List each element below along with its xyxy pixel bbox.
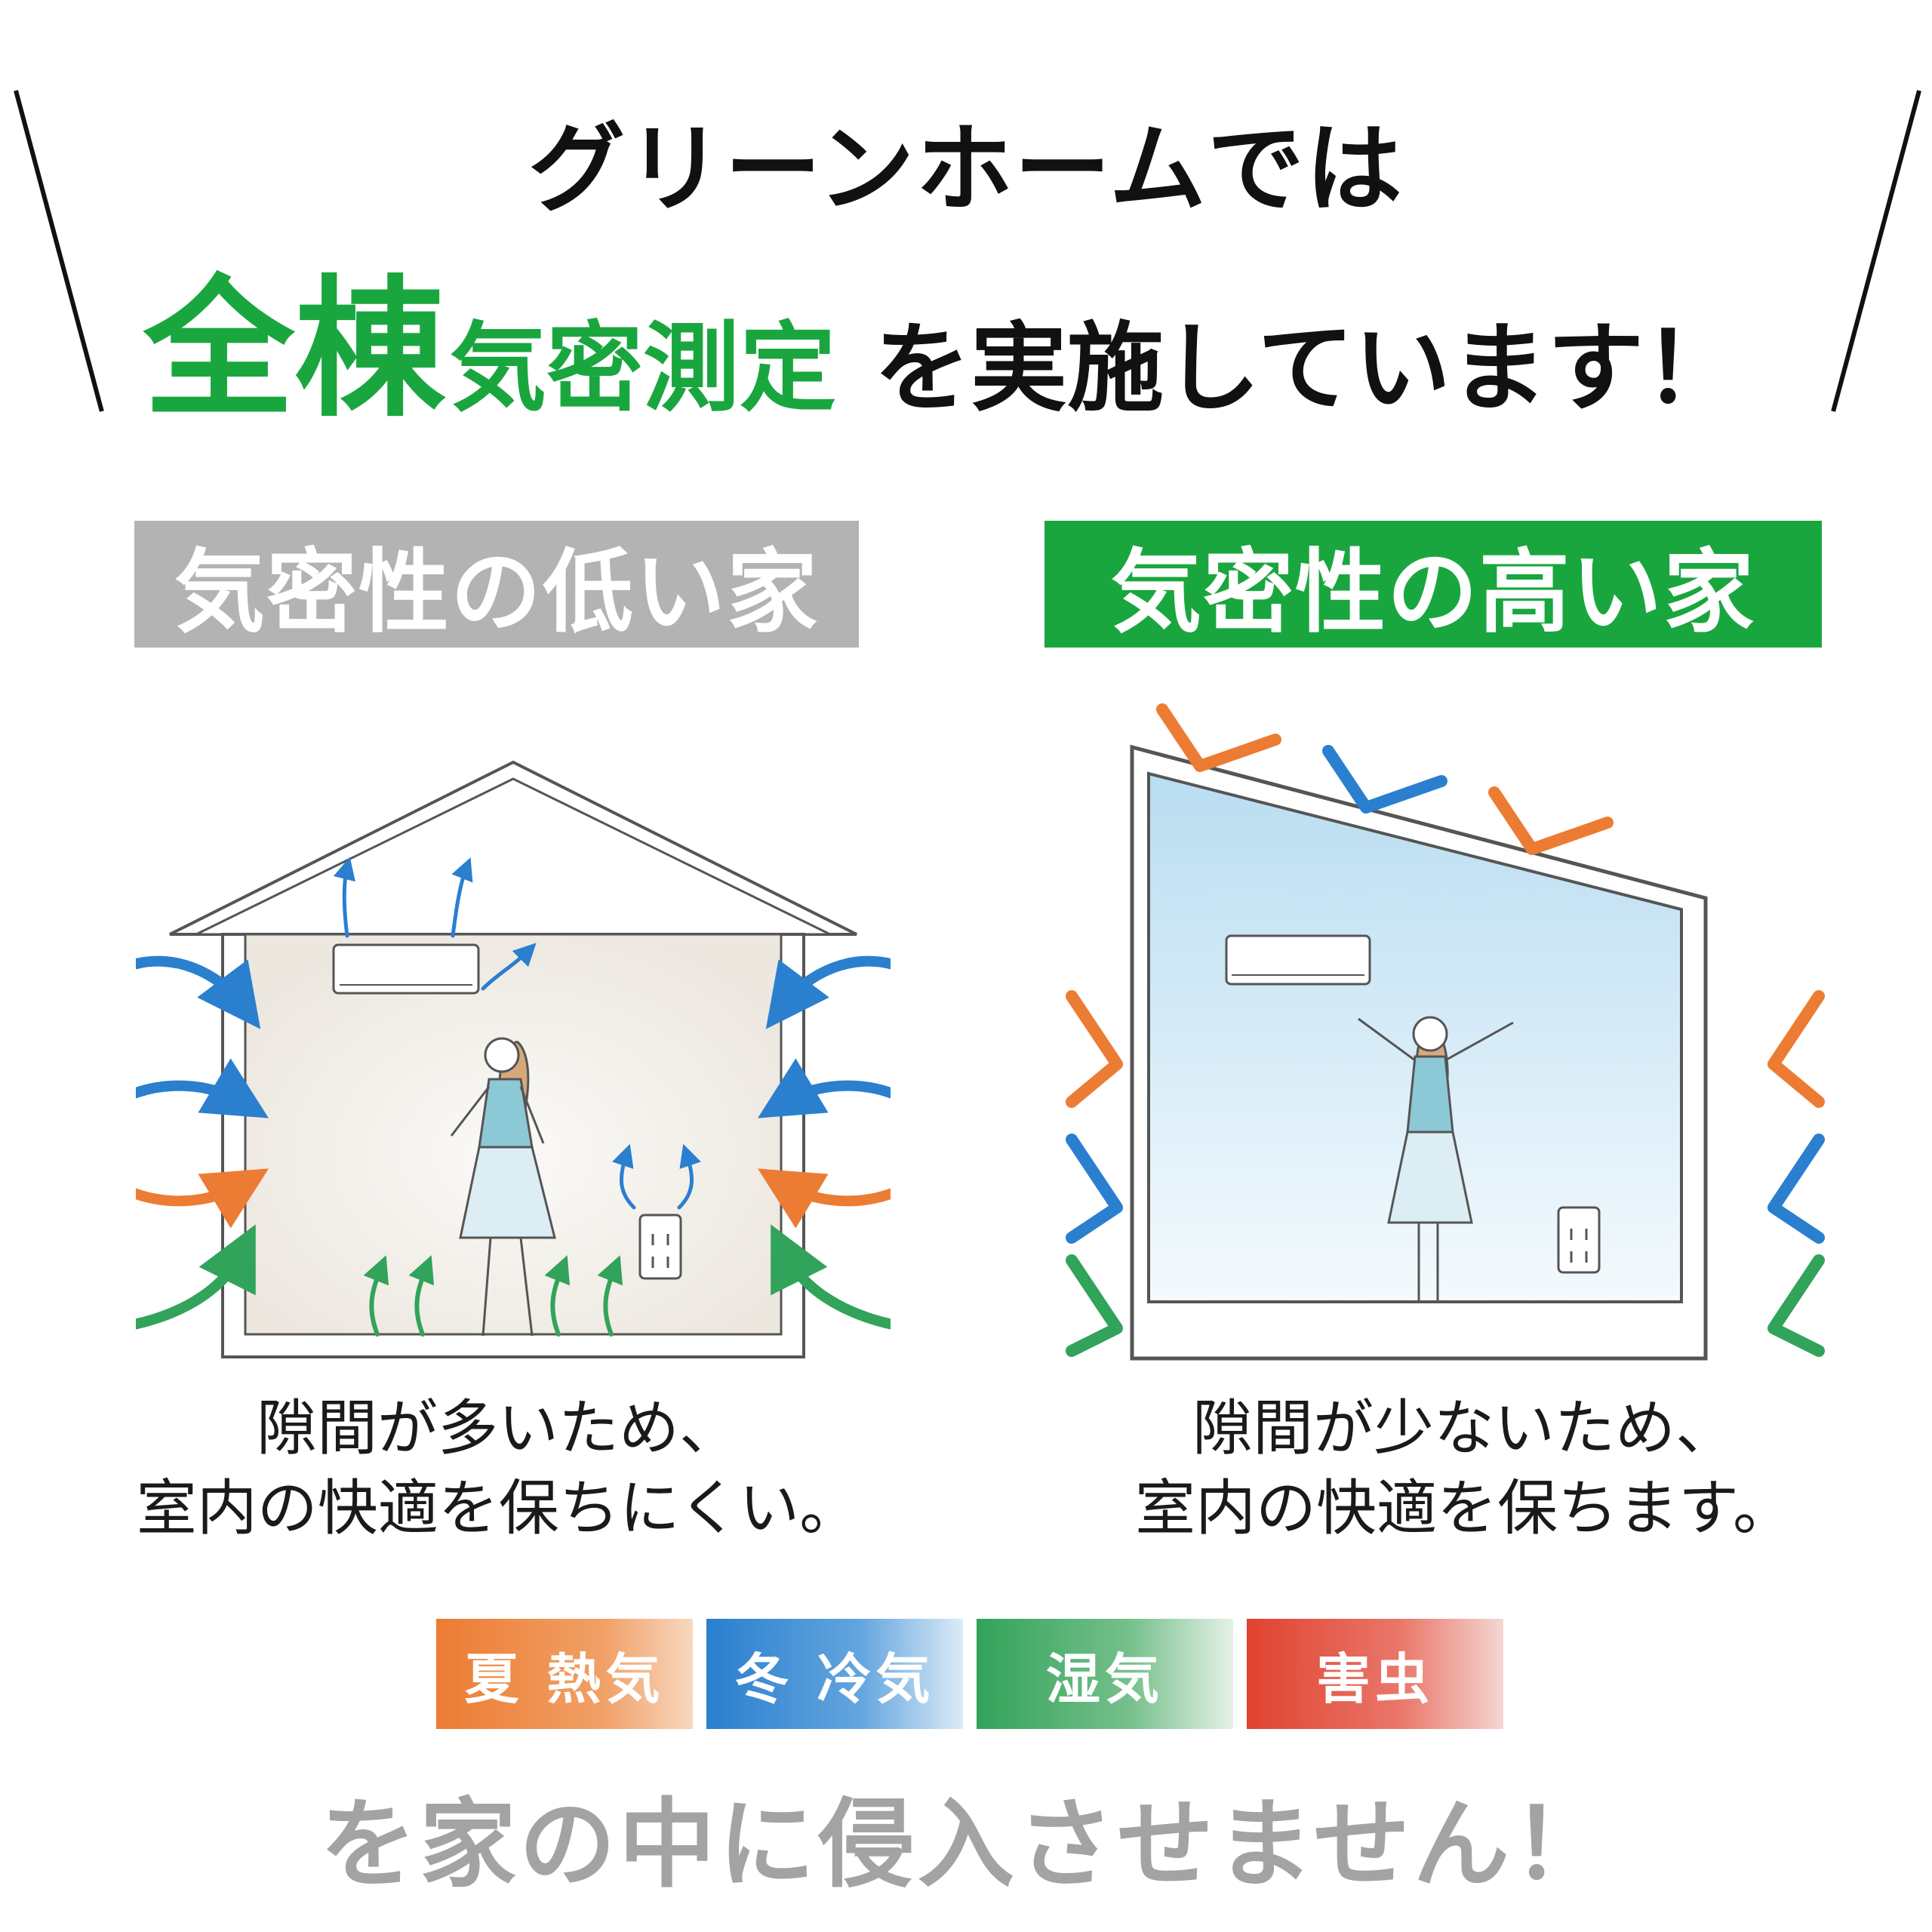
headline-emphasis-big: 全棟 [143,262,446,438]
winter-cold-chip: 冬 冷気 [706,1619,963,1729]
low-airtight-caption: 隙間が多いため、 室内の快適を保ちにくい。 [113,1389,883,1549]
footer-message: を家の中に侵入させません！ [319,1789,1613,1901]
high-airtight-caption: 隙間が少ないため、 室内の快適を保ちます。 [1079,1389,1849,1549]
headline-rest: を実施しています！ [874,312,1741,425]
low-airtight-label: 気密性の低い家 [134,521,859,648]
low-caption-line1: 隙間が多いため、 [257,1393,740,1463]
low-house-aircon [332,943,480,995]
low-airtight-house-illustration [136,760,891,1358]
headline-line1: グリーンホームでは [528,113,1404,226]
pests-chip: 害虫 [1247,1619,1503,1729]
high-house-blocked-airflow [1066,703,1825,1357]
high-caption-line1: 隙間が少ないため、 [1192,1393,1736,1463]
low-house-outlet [638,1214,682,1280]
high-caption-line2: 室内の快適を保ちます。 [1135,1473,1793,1543]
humidity-chip: 湿気 [977,1619,1233,1729]
high-house-aircon [1225,934,1371,986]
headline-line2: 全棟気密測定を実施しています！ [143,226,1740,445]
high-airtight-house-illustration [1066,703,1825,1361]
high-house-person [1358,1016,1514,1302]
high-airtight-label: 気密性の高い家 [1044,521,1822,648]
high-house-outlet [1557,1206,1601,1274]
summer-heat-chip: 夏 熱気 [436,1619,693,1729]
low-caption-line2: 室内の快適を保ちにくい。 [136,1473,860,1543]
low-house-person [450,1037,556,1337]
low-house-airflow [136,857,891,1337]
headline-emphasis-mid: 気密測定 [450,312,837,425]
